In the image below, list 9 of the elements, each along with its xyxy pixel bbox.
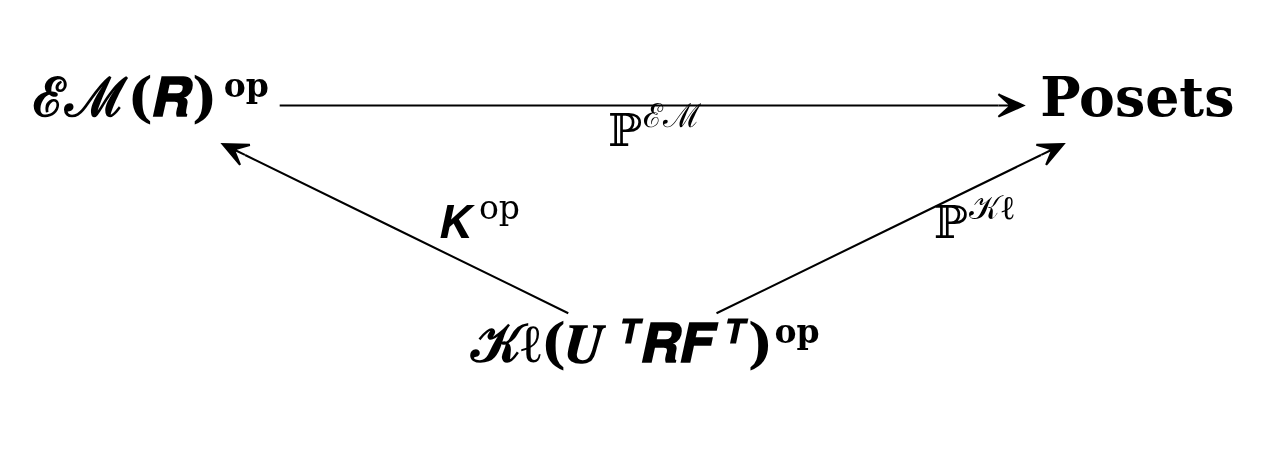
arrow — [221, 142, 569, 314]
edge-label: ℙ$^{ℰℳ}$ — [608, 95, 702, 157]
edge-label: ℙ$^{𝒦ℓ}$ — [933, 187, 1016, 249]
node-text: 𝒦ℓ(𝑼$^{𝑻}$𝑹𝑭$^{𝑻}$)$^{op}$ — [470, 311, 820, 375]
node-text: Posets — [1040, 65, 1235, 129]
edge-label: 𝑲$^{op}$ — [439, 187, 521, 249]
arrow — [716, 142, 1065, 314]
arrow — [279, 92, 1025, 118]
node-text: ℰℳ(𝑹)$^{op}$ — [33, 65, 269, 129]
